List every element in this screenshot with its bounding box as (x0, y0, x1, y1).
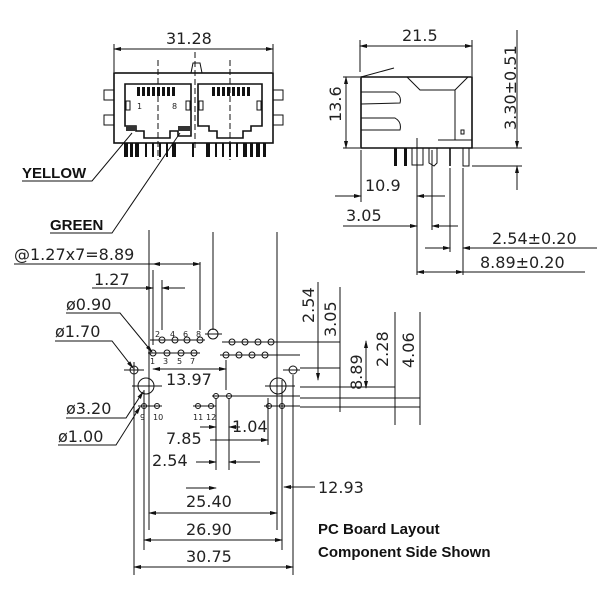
pin-num-1: 1 (150, 357, 155, 366)
dim-13-97: 13.97 (166, 370, 212, 389)
pitch-dim: 1.27 (94, 270, 130, 289)
pin-num-5: 5 (177, 357, 182, 366)
pin-num-10: 10 (153, 413, 163, 422)
pin-length-dim: 3.30±0.51 (501, 45, 520, 130)
pin-num-6: 6 (183, 330, 188, 339)
layout-title-line1: PC Board Layout (318, 521, 440, 538)
pin-label-1: 1 (137, 102, 142, 111)
dim-v-4-06: 4.06 (399, 332, 418, 368)
pin-holes-port2 (220, 338, 300, 359)
hole-0-90-label: ø0.90 (66, 295, 111, 314)
dim-8-89-tol: 8.89±0.20 (480, 253, 565, 272)
port1-contacts (137, 87, 175, 96)
layout-title-line2: Component Side Shown (318, 544, 491, 561)
pin-num-2: 2 (155, 330, 160, 339)
pin-num-7: 7 (190, 357, 195, 366)
dim-30-75: 30.75 (186, 547, 232, 566)
mounting-holes (124, 362, 300, 395)
dim-v-8-89: 8.89 (347, 354, 366, 390)
led-pin-holes (138, 393, 300, 409)
pin-num-11: 11 (193, 413, 203, 422)
dim-v-2-54: 2.54 (299, 287, 318, 323)
side-view: 21.5 13.6 3.30±0.51 (326, 26, 597, 275)
pin-num-4: 4 (170, 330, 175, 339)
dim-26-90: 26.90 (186, 520, 232, 539)
dim-v-2-28: 2.28 (373, 331, 392, 367)
side-width-dim: 21.5 (402, 26, 438, 45)
hole-1-00-label: ø1.00 (58, 427, 103, 446)
front-view: 31.28 1 8 (22, 29, 284, 234)
hole-3-20-label: ø3.20 (66, 399, 111, 418)
dim-12-93: 12.93 (318, 478, 364, 497)
dim-10-9: 10.9 (365, 176, 401, 195)
pin-label-8: 8 (172, 102, 177, 111)
dim-7-85: 7.85 (166, 429, 202, 448)
pin-num-8: 8 (196, 330, 201, 339)
dim-v-3-05: 3.05 (321, 301, 340, 337)
pin-num-12: 12 (206, 413, 216, 422)
dim-2-54: 2.54 (152, 451, 188, 470)
dim-2-54-tol: 2.54±0.20 (492, 229, 577, 248)
pcb-layout: @1.27x7=8.89 1.27 ø0.90 ø1.70 ø3.20 ø1.0… (14, 230, 491, 575)
pitch-note: @1.27x7=8.89 (14, 245, 134, 264)
front-width-dim: 31.28 (166, 29, 212, 48)
pin-num-9: 9 (140, 413, 145, 422)
pin-holes-port1 (148, 328, 222, 357)
front-pins (124, 143, 266, 157)
dim-25-40: 25.40 (186, 492, 232, 511)
dim-3-05: 3.05 (346, 206, 382, 225)
port2-contacts (212, 87, 250, 96)
pin-num-3: 3 (163, 357, 168, 366)
yellow-led-label: YELLOW (22, 165, 87, 182)
hole-1-70-label: ø1.70 (55, 322, 100, 341)
side-height-dim: 13.6 (326, 86, 345, 122)
green-led-label: GREEN (50, 217, 103, 234)
dim-1-04: 1.04 (232, 417, 268, 436)
